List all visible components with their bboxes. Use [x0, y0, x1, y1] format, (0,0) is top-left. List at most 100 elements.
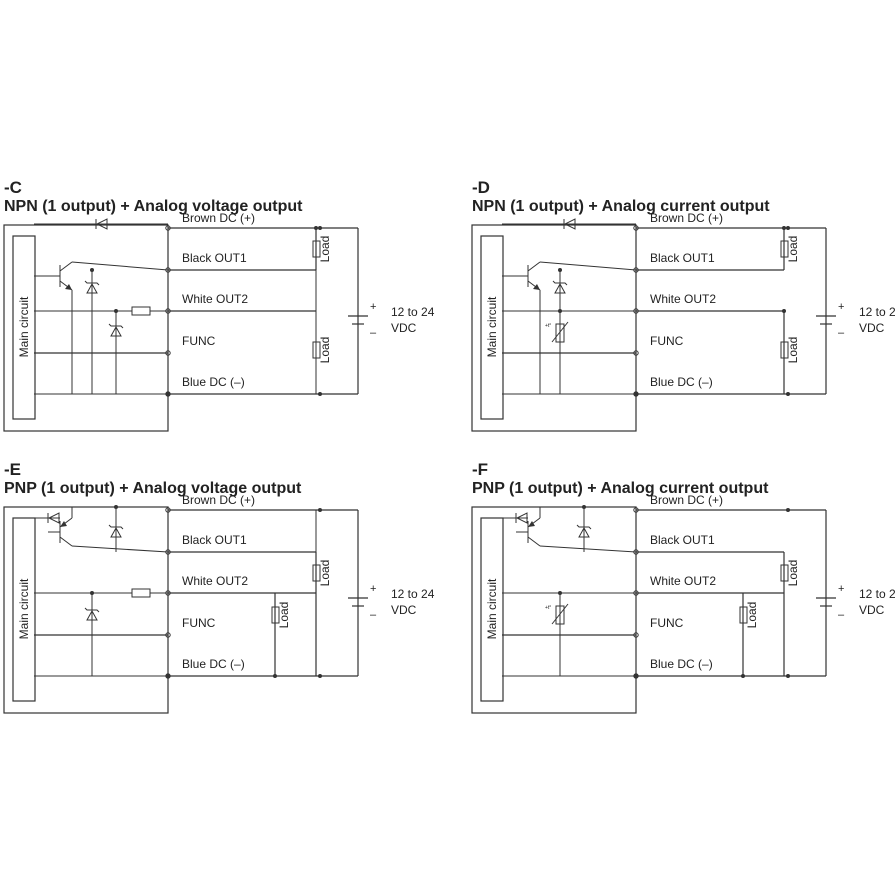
supply-voltage-line2: VDC [859, 603, 885, 617]
dc-supply-icon: + – 12 to 24 VDC [816, 301, 895, 339]
junction-dot [114, 309, 118, 313]
wire-label-black: Black OUT1 [650, 533, 715, 547]
wire-label-black: Black OUT1 [650, 251, 715, 265]
junction-dot [786, 392, 790, 396]
diagram-code: -F [472, 460, 489, 479]
junction-dot [558, 309, 562, 313]
main-circuit-block [12, 235, 36, 420]
load-label: Load [745, 602, 759, 629]
junction-dot [582, 505, 586, 509]
collector-wire [539, 545, 637, 553]
wire-label-blue: Blue DC (–) [182, 375, 245, 389]
junction-dot [318, 392, 322, 396]
wire-label-white: White OUT2 [182, 574, 248, 588]
junction-dot [786, 226, 790, 230]
thermistor-icon: +t° [545, 321, 569, 343]
resistor-icon [131, 306, 151, 316]
zener-diode-icon [84, 607, 100, 621]
minus-sign: – [370, 327, 377, 339]
supply-voltage-line2: VDC [391, 603, 417, 617]
zener-diode-icon [576, 524, 592, 538]
npn-transistor-icon [516, 261, 541, 291]
junction-dot [558, 591, 562, 595]
junction-dot [634, 674, 638, 678]
main-circuit-label: Main circuit [17, 296, 31, 357]
junction-dot [786, 508, 790, 512]
supply-voltage-line1: 12 to 24 [391, 305, 435, 319]
minus-sign: – [370, 609, 377, 621]
load-label: Load [318, 337, 332, 364]
wire-label-brown: Brown DC (+) [182, 211, 255, 225]
diagram-title: NPN (1 output) + Analog voltage output [4, 198, 303, 215]
wire-label-brown: Brown DC (+) [650, 493, 723, 507]
load-label: Load [318, 560, 332, 587]
junction-dot [166, 392, 170, 396]
zener-diode-icon [108, 524, 124, 538]
minus-sign: – [838, 327, 845, 339]
load-out1: Load [780, 236, 800, 263]
collector-wire [71, 261, 169, 271]
junction-dot [90, 591, 94, 595]
pnp-transistor-icon [516, 517, 541, 547]
supply-voltage-line2: VDC [859, 321, 885, 335]
wire-label-func: FUNC [182, 616, 216, 630]
load-label: Load [786, 236, 800, 263]
resistor-icon [131, 588, 151, 598]
plus-sign: + [838, 301, 844, 313]
diagram-code: -D [472, 178, 490, 197]
plus-sign: + [370, 583, 376, 595]
junction-dot [90, 268, 94, 272]
circuit-schematic: Main circuit Brown DC (+) Black OUT1White … [3, 493, 435, 714]
main-circuit-block [12, 517, 36, 702]
supply-voltage-line1: 12 to 24 [859, 305, 895, 319]
wire-label-func: FUNC [650, 616, 684, 630]
wire-label-brown: Brown DC (+) [182, 493, 255, 507]
main-circuit-label: Main circuit [485, 578, 499, 639]
collector-wire [71, 545, 169, 553]
junction-dot [634, 392, 638, 396]
wire-label-black: Black OUT1 [182, 533, 247, 547]
thermistor-icon: +t° [545, 603, 569, 625]
wire-label-blue: Blue DC (–) [182, 657, 245, 671]
zener-diode-icon [108, 323, 124, 337]
main-circuit-block [480, 517, 504, 702]
junction-dot [558, 268, 562, 272]
main-circuit-label: Main circuit [17, 578, 31, 639]
zener-diode-icon [84, 280, 100, 294]
load-label: Load [277, 602, 291, 629]
junction-dot [273, 674, 277, 678]
junction-dot [786, 674, 790, 678]
main-circuit-block [480, 235, 504, 420]
junction-dot [166, 674, 170, 678]
collector-wire [539, 261, 637, 271]
circuit-schematic: Main circuit Brown DC (+) Black OUT1White … [471, 493, 895, 714]
junction-dot [114, 505, 118, 509]
load-out2: Load [780, 337, 800, 364]
wire-label-func: FUNC [650, 334, 684, 348]
wire-label-white: White OUT2 [650, 574, 716, 588]
diagram-code: -E [4, 460, 21, 479]
supply-voltage-line1: 12 to 24 [391, 587, 435, 601]
diagram-title: NPN (1 output) + Analog current output [472, 198, 770, 215]
load-label: Load [318, 236, 332, 263]
wire-label-white: White OUT2 [182, 292, 248, 306]
load-label: Load [786, 337, 800, 364]
junction-dot [318, 226, 322, 230]
dc-supply-icon: + – 12 to 24 VDC [348, 583, 435, 621]
thermistor-mark: +t° [545, 323, 551, 329]
wire-label-brown: Brown DC (+) [650, 211, 723, 225]
npn-transistor-icon [48, 261, 73, 291]
wire-label-blue: Blue DC (–) [650, 375, 713, 389]
supply-voltage-line1: 12 to 24 [859, 587, 895, 601]
wire-label-func: FUNC [182, 334, 216, 348]
main-circuit-label: Main circuit [485, 296, 499, 357]
plus-sign: + [370, 301, 376, 313]
sensor-frame [3, 224, 169, 432]
plus-sign: + [838, 583, 844, 595]
